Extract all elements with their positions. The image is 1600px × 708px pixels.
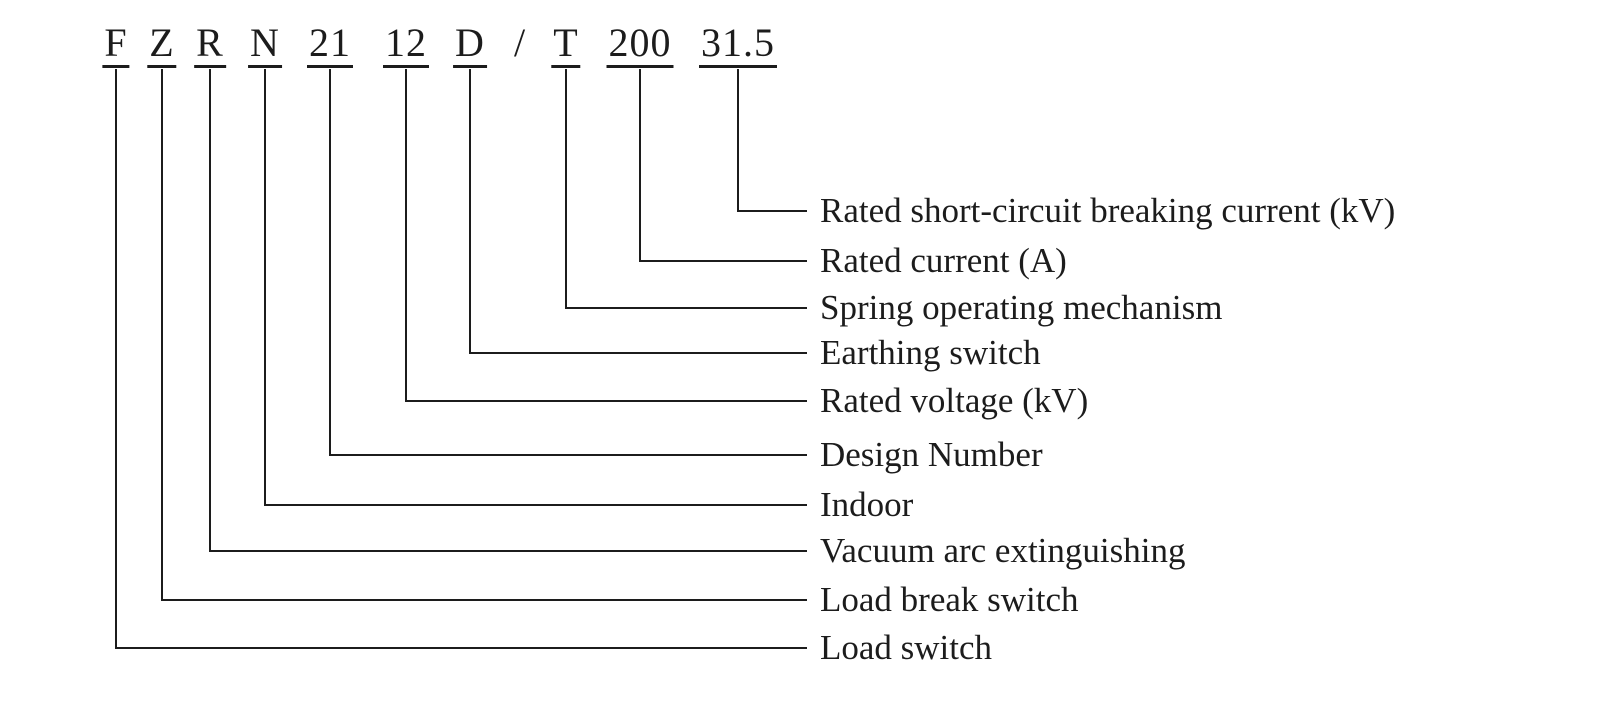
code-part-load-switch: F [102, 22, 130, 68]
connector-breaking-current [737, 69, 807, 212]
label-earthing-switch: Earthing switch [820, 333, 1041, 372]
connector-rated-current [639, 69, 807, 262]
code-part-rated-voltage: 12 [383, 22, 429, 68]
code-part-indoor: N [248, 22, 282, 68]
code-part-vacuum-arc: R [194, 22, 226, 68]
code-part-earthing-switch: D [453, 22, 487, 68]
code-part-breaking-current: 31.5 [699, 22, 777, 68]
label-rated-current: Rated current (A) [820, 241, 1067, 280]
code-part-rated-current: 200 [606, 22, 674, 68]
code-part-spring-mechanism: T [551, 22, 581, 68]
code-separator-slash: / [513, 20, 527, 65]
connector-spring-mechanism [565, 69, 807, 309]
connector-rated-voltage [405, 69, 807, 402]
code-part-load-break-switch: Z [147, 22, 177, 68]
label-design-number: Design Number [820, 435, 1043, 474]
connector-load-switch [115, 69, 807, 649]
label-rated-voltage: Rated voltage (kV) [820, 381, 1089, 420]
code-part-design-number: 21 [307, 22, 353, 68]
connector-earthing-switch [469, 69, 807, 354]
label-load-switch: Load switch [820, 628, 993, 667]
connector-design-number [329, 69, 807, 456]
connector-indoor [264, 69, 807, 506]
label-breaking-current: Rated short-circuit breaking current (kV… [820, 191, 1396, 230]
connector-load-break-switch [161, 69, 807, 601]
label-indoor: Indoor [820, 485, 914, 524]
label-vacuum-arc: Vacuum arc extinguishing [820, 531, 1186, 570]
connector-vacuum-arc [209, 69, 807, 552]
label-load-break-switch: Load break switch [820, 580, 1079, 619]
label-spring-mechanism: Spring operating mechanism [820, 288, 1223, 327]
